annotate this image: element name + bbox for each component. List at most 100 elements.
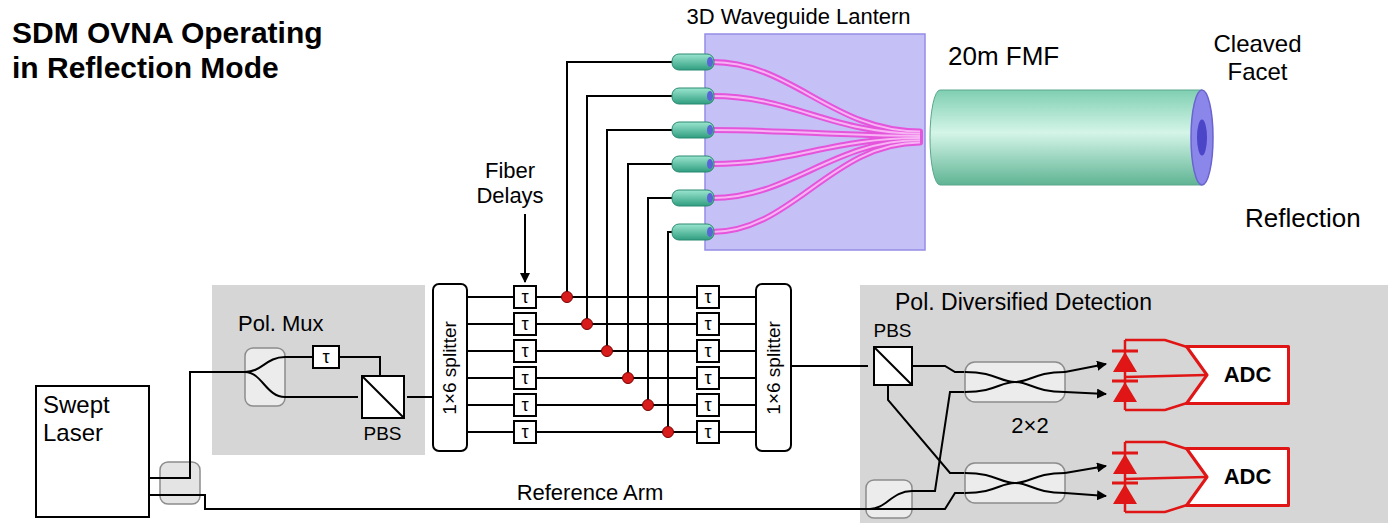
pbs-cube-outline: [362, 376, 404, 418]
fiber-connector: [537, 198, 672, 405]
pbs-diagonal: [362, 376, 404, 418]
fiber-connector: [720, 431, 755, 433]
component-box: τ: [513, 312, 537, 336]
component-box: τ: [513, 285, 537, 309]
label-holder: 2×2: [990, 413, 1070, 439]
node-label: PBS: [873, 320, 911, 342]
junction-dot: [602, 346, 613, 357]
fiber-core: [707, 91, 713, 101]
fiber-end: [672, 88, 714, 104]
few-mode-fiber: 20m FMF: [930, 42, 1220, 188]
node-label: ADC: [1224, 464, 1272, 489]
node-label: τ: [521, 287, 528, 308]
component-box: τ: [696, 312, 720, 336]
fiber-connector: [792, 365, 868, 367]
component-box: τ: [696, 420, 720, 444]
edge-label-holder: Reference Arm: [517, 480, 664, 506]
fiber-line: [888, 386, 965, 473]
photodiode-symbol: [1112, 452, 1138, 455]
fiber-connector: [537, 164, 672, 378]
junction-dot: [562, 292, 573, 303]
waveguide-core: [712, 140, 920, 198]
node-label: ADC: [1224, 362, 1272, 387]
fiber-line: [965, 372, 1065, 382]
detector-wire: [1125, 442, 1187, 449]
glass-chip: [705, 34, 925, 250]
annotation-label: Fiber Delays: [462, 158, 558, 209]
signal-arrow: [1065, 493, 1106, 496]
fiber-line: [965, 382, 1065, 392]
fiber-line: [965, 483, 1065, 493]
fiber-connector: [537, 350, 696, 352]
adc-outline: [1187, 449, 1289, 506]
fiber-line: [245, 372, 358, 397]
photodiode-symbol: [1112, 482, 1138, 485]
fiber-connector: [537, 377, 696, 379]
fiber-coupler: [965, 362, 1065, 402]
component-box: τ: [696, 366, 720, 390]
fiber-line: [965, 473, 1065, 483]
detector-wire: [1125, 505, 1187, 512]
fiber-end: [672, 122, 714, 138]
node-label: τ: [704, 368, 711, 389]
fiber-end: [672, 54, 714, 70]
pbs-cube-symbol: [361, 375, 405, 419]
pbs-cube-outline: [874, 347, 912, 385]
fiber-connector: [720, 404, 755, 406]
label-holder: Cleaved Facet: [1190, 30, 1325, 86]
waveguide: [712, 143, 920, 233]
waveguide-core: [712, 130, 920, 136]
label-holder: Fiber Delays: [462, 158, 558, 209]
junction-dot: [663, 427, 674, 438]
annotation-label: 2×2: [1011, 413, 1048, 438]
fiber-end: [672, 190, 714, 206]
photodiode-symbol: [1113, 454, 1137, 474]
fiber-connector: [468, 431, 513, 433]
fiber-connector: [340, 357, 380, 375]
component-box: τ: [312, 345, 340, 369]
fiber-core: [707, 193, 713, 203]
fiber-connector: [720, 350, 755, 352]
photodiode-symbol: [1112, 380, 1138, 383]
node-label: Pol. Mux: [238, 311, 324, 336]
fiber-connector: [537, 323, 696, 325]
photonic-lantern: 3D Waveguide Lantern: [672, 4, 925, 254]
fiber-line: [212, 357, 312, 372]
signal-arrow: [1065, 466, 1106, 473]
pointer-arrow: [524, 214, 526, 282]
adc-outline: [1187, 347, 1289, 404]
node-label: 20m FMF: [948, 42, 1059, 72]
node-label: 1×6 splitter: [439, 321, 461, 414]
node-label: PBS: [363, 423, 401, 445]
node-label: 3D Waveguide Lantern: [686, 4, 910, 29]
photodiode-symbol: [1113, 382, 1137, 402]
fiber-connector: [720, 323, 755, 325]
node-label: τ: [521, 314, 528, 335]
fiber-connector: [468, 377, 513, 379]
photodiode-symbol: [1113, 352, 1137, 372]
node-label: τ: [521, 422, 528, 443]
node-label: τ: [704, 395, 711, 416]
component-box: τ: [513, 366, 537, 390]
detector-wire: [1125, 340, 1187, 347]
node-label: τ: [521, 341, 528, 362]
group-panel: Pol. Mux τPBS: [212, 285, 425, 455]
node-label: τ: [704, 314, 711, 335]
signal-arrow: [1065, 392, 1106, 394]
waveguide-core: [712, 62, 920, 132]
fiber-line: [870, 493, 965, 509]
fiber-connector: [468, 296, 513, 298]
component-box: τ: [513, 339, 537, 363]
component-box: τ: [696, 285, 720, 309]
fiber-coupler: [160, 462, 200, 504]
label-holder: Reflection: [1245, 203, 1361, 234]
fiber-core: [707, 125, 713, 135]
fiber-connector: [720, 377, 755, 379]
waveguide-core: [712, 143, 920, 233]
node-label: τ: [521, 395, 528, 416]
annotation-label: Reflection: [1245, 204, 1361, 234]
component-box: 1×6 splitter: [432, 283, 468, 452]
adc-block: ADC: [1185, 447, 1290, 507]
component-box: τ: [696, 393, 720, 417]
detector-wire: [1125, 403, 1187, 410]
